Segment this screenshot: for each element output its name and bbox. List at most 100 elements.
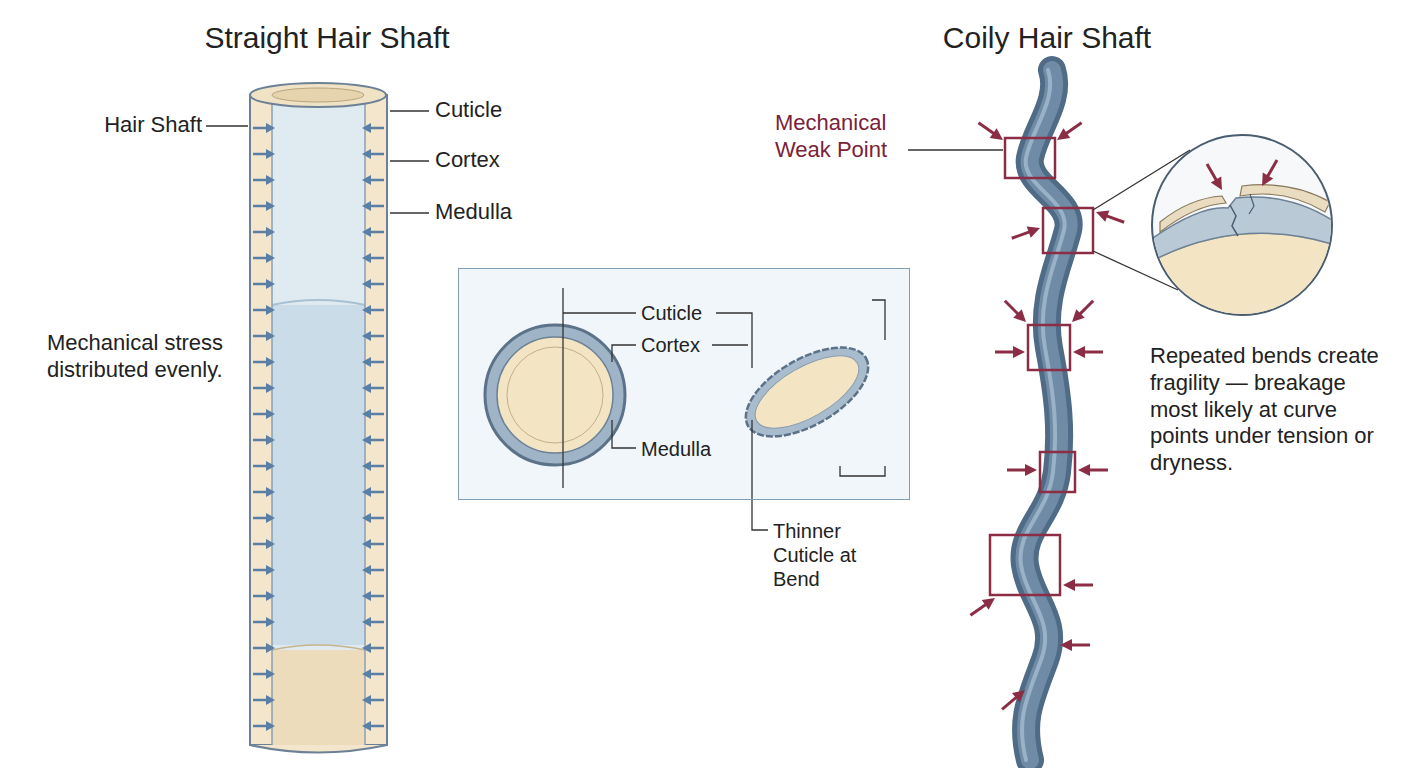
stress-arrow [253, 591, 275, 601]
leader-line [390, 160, 429, 161]
stress-arrow [253, 643, 275, 653]
coily-shaft [1024, 70, 1068, 760]
part-label: Medulla [435, 199, 595, 226]
part-label: Medulla [641, 437, 711, 461]
cross-section-round [485, 325, 625, 465]
cross-section-oval [732, 329, 883, 454]
straight-shaft [250, 95, 387, 745]
stress-arrow [253, 565, 275, 575]
heading: Straight Hair Shaft [127, 20, 527, 57]
stress-arrow [1063, 579, 1093, 591]
stress-arrow [362, 461, 384, 471]
stress-arrow [362, 565, 384, 575]
part-label: Cuticle [435, 97, 595, 124]
stress-arrow [362, 123, 384, 133]
cross-section-oval [732, 329, 883, 454]
leader-line [752, 420, 768, 530]
leader-line [712, 344, 748, 345]
stress-arrow [253, 721, 275, 731]
note: Repeated bends create fragility — breaka… [1150, 343, 1390, 477]
zoom-detail [1230, 205, 1238, 236]
leader-line [612, 345, 636, 362]
heading: Coily Hair Shaft [847, 20, 1247, 57]
stress-arrow [253, 669, 275, 679]
stress-arrow [998, 685, 1029, 713]
leader-line [390, 110, 429, 111]
straight-shaft [272, 650, 365, 745]
weak-point-box [1040, 452, 1075, 492]
weak-point-box [1043, 208, 1093, 253]
part-label: Hair Shaft [60, 112, 202, 139]
inset-ground [459, 269, 909, 499]
straight-shaft [250, 745, 387, 753]
straight-shaft [272, 88, 364, 102]
zoom-detail [1202, 161, 1227, 193]
straight-shaft [250, 83, 386, 107]
stress-arrow [362, 721, 384, 731]
stress-arrow [362, 201, 384, 211]
leader-line [563, 312, 636, 313]
leader-line [390, 212, 429, 213]
stress-arrow [1078, 464, 1108, 476]
leader-line [908, 149, 1003, 150]
stress-arrow [253, 695, 275, 705]
coily-shaft [1020, 70, 1068, 760]
stress-arrow [362, 331, 384, 341]
part-label: Cuticle [641, 301, 702, 325]
stress-arrow [362, 305, 384, 315]
stress-arrow [975, 118, 1006, 145]
stress-arrow [362, 227, 384, 237]
inset-panel: CuticleCortexMedullaThinner Cuticle at B… [458, 268, 910, 500]
leader-line [563, 288, 885, 530]
stress-arrow [253, 279, 275, 289]
leader-line [840, 466, 885, 476]
leader-line [206, 111, 429, 213]
zoom-detail [1150, 197, 1335, 262]
stress-arrow [362, 643, 384, 653]
stress-arrow [967, 118, 1126, 714]
stress-arrow [362, 487, 384, 497]
weak-point-box [1028, 325, 1070, 370]
stress-arrow [253, 123, 275, 133]
stress-arrow [995, 346, 1025, 358]
cross-section-round [497, 337, 613, 453]
stress-arrow [253, 149, 275, 159]
zoom-detail [1257, 157, 1282, 189]
stress-arrow [253, 305, 275, 315]
stress-arrow [253, 123, 384, 731]
stress-arrow [362, 617, 384, 627]
straight-shaft [250, 83, 387, 753]
stress-arrow [1094, 206, 1126, 228]
stress-arrow [362, 409, 384, 419]
part-label: Cortex [435, 147, 595, 174]
stress-arrow [253, 487, 275, 497]
zoom-detail [1160, 196, 1226, 232]
stress-arrow [1073, 346, 1103, 358]
stress-arrow [253, 253, 275, 263]
zoom-detail [1150, 135, 1335, 320]
stress-arrow [1001, 297, 1031, 327]
weak-point-box [1005, 138, 1055, 178]
callout-label: Mechanical Weak Point [775, 110, 903, 164]
stress-arrow [1010, 222, 1042, 244]
stress-arrow [253, 383, 275, 393]
stress-arrow [362, 435, 384, 445]
stress-arrow [253, 331, 275, 341]
straight-shaft [272, 95, 365, 745]
stress-arrow [253, 175, 275, 185]
stress-arrow [253, 539, 275, 549]
straight-shaft [272, 305, 365, 645]
stress-arrow [253, 513, 275, 523]
cross-section-round [507, 347, 603, 443]
stress-arrow [362, 669, 384, 679]
leader-line [612, 420, 636, 448]
coily-shaft [1020, 70, 1064, 760]
note: Mechanical stress distributed evenly. [47, 330, 245, 384]
stress-arrow [253, 357, 275, 367]
leader-line [562, 288, 563, 488]
zoom-detail [1249, 194, 1254, 214]
stress-arrow [362, 357, 384, 367]
weak-point-box [990, 535, 1060, 595]
stress-arrow [253, 617, 275, 627]
stress-arrow [253, 409, 275, 419]
